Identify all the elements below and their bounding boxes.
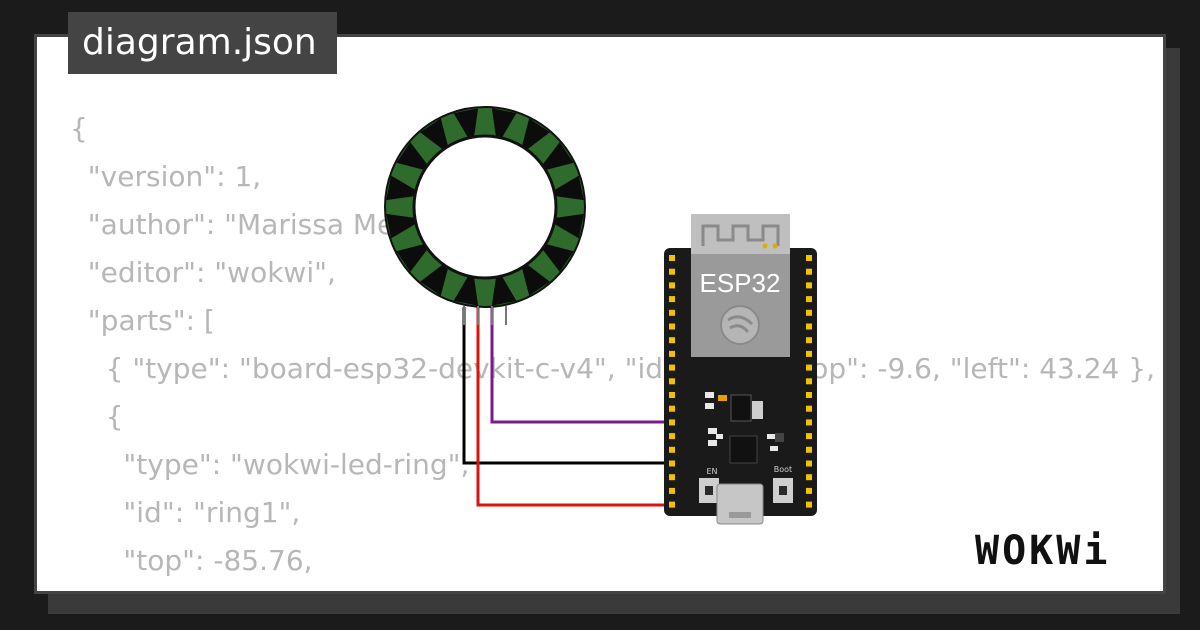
header-pin xyxy=(669,433,675,440)
header-pin xyxy=(806,433,812,440)
led-segment xyxy=(491,108,517,138)
esp32-board: ESP32 EN Boot xyxy=(664,214,817,525)
header-pin xyxy=(806,323,812,330)
code-line: { xyxy=(70,400,124,433)
wire-black xyxy=(462,307,672,465)
led-segments xyxy=(386,108,584,306)
antenna-trace xyxy=(701,224,780,246)
led-segment xyxy=(542,244,574,272)
code-line: "id": "ring1", xyxy=(70,496,301,529)
header-pin xyxy=(669,350,675,357)
header-pin xyxy=(669,296,675,303)
header-pin xyxy=(806,460,812,467)
led-segment xyxy=(420,118,448,150)
led-segment xyxy=(386,213,416,239)
code-line: "top": -85.76, xyxy=(70,544,313,577)
led-ring-pins xyxy=(463,306,507,325)
header-pin xyxy=(806,255,812,261)
led-segment xyxy=(453,276,479,306)
filename-title: diagram.json xyxy=(82,22,317,63)
en-label: EN xyxy=(706,467,717,476)
led-segment xyxy=(554,213,584,239)
led-segment xyxy=(453,108,479,138)
header-pin xyxy=(669,460,675,467)
header-pin xyxy=(806,392,812,398)
header-pin xyxy=(669,282,675,289)
code-line: "editor": "wokwi", xyxy=(70,256,336,289)
header-pin xyxy=(669,419,675,426)
header-pin xyxy=(806,350,812,357)
header-pin xyxy=(806,405,812,412)
header-pin xyxy=(806,268,812,275)
wires xyxy=(462,307,672,507)
header-pin xyxy=(806,337,812,344)
header-pin xyxy=(669,309,675,316)
code-line: "type": "wokwi-led-ring", xyxy=(70,448,470,481)
header-pin xyxy=(806,419,812,426)
led-segment xyxy=(396,142,428,170)
code-line: "version": 1, xyxy=(70,160,262,193)
chip-label: ESP32 xyxy=(700,268,781,298)
header-pins xyxy=(669,255,812,508)
code-line: "parts": [ xyxy=(70,304,215,337)
led-segment xyxy=(491,276,517,306)
header-pin xyxy=(669,378,675,385)
header-pin xyxy=(669,255,675,261)
led-ring xyxy=(384,106,586,325)
header-pin xyxy=(669,446,675,453)
led-segment xyxy=(522,264,550,296)
led-ring-hole xyxy=(412,134,558,280)
header-pin xyxy=(806,378,812,385)
led-segment xyxy=(386,175,416,201)
header-pin xyxy=(669,501,675,508)
header-pin xyxy=(806,309,812,316)
led-segment xyxy=(522,118,550,150)
code-line: { xyxy=(70,112,88,145)
header-pin xyxy=(806,501,812,508)
header-pin xyxy=(806,364,812,371)
header-pin xyxy=(669,487,675,494)
wokwi-logo: WOKWi xyxy=(975,528,1111,574)
header-pin xyxy=(806,487,812,494)
header-pin xyxy=(806,446,812,453)
led-segment xyxy=(554,175,584,201)
led-segment xyxy=(396,244,428,272)
header-pin xyxy=(806,296,812,303)
header-pin xyxy=(669,268,675,275)
header-pin xyxy=(669,364,675,371)
wire-red xyxy=(476,307,672,507)
header-pin xyxy=(669,392,675,398)
header-pin xyxy=(669,337,675,344)
header-pin xyxy=(806,474,812,481)
header-pin xyxy=(669,474,675,481)
header-pin xyxy=(669,323,675,330)
filename-tab: diagram.json xyxy=(68,12,337,74)
wire-purple xyxy=(490,307,672,424)
boot-label: Boot xyxy=(774,465,792,474)
header-pin xyxy=(806,282,812,289)
led-segment xyxy=(542,142,574,170)
led-segment xyxy=(420,264,448,296)
header-pin xyxy=(669,405,675,412)
usb-port xyxy=(716,483,764,525)
